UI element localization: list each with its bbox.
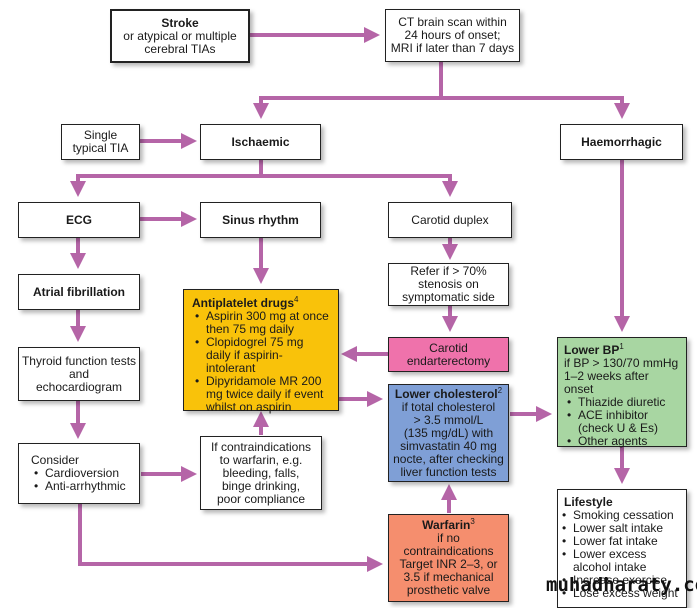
consider-item: Cardioversion: [34, 467, 127, 481]
warfarin-heading: Warfarin3: [389, 517, 508, 532]
warfarin-line: if no: [437, 531, 460, 545]
node-sinus-rhythm: Sinus rhythm: [200, 202, 321, 238]
thyroid-line-1: Thyroid function tests: [21, 353, 137, 368]
bp-sup: 1: [619, 342, 624, 351]
bp-line: if BP > 130/70 mmHg: [564, 356, 679, 370]
warfarin-sup: 3: [470, 517, 475, 526]
cholesterol-heading: Lower cholesterol2: [389, 385, 508, 401]
stroke-line-1: or atypical or multiple: [123, 28, 237, 43]
arrow-to-carotid-duplex: [261, 174, 458, 197]
warfarin-title: Warfarin: [422, 518, 471, 532]
node-haemorrhagic: Haemorrhagic: [560, 124, 683, 160]
contra-line: binge drinking,: [221, 478, 301, 493]
arrow-to-ischaemic: [253, 96, 441, 119]
cholesterol-line: liver function tests: [400, 464, 497, 479]
antiplatelet-title: Antiplatelet drugs: [192, 296, 295, 310]
ischaemic-title: Ischaemic: [231, 134, 290, 149]
node-lifestyle: Lifestyle Smoking cessation Lower salt i…: [557, 489, 687, 608]
antiplatelet-item: Clopidogrel 75 mg daily if aspirin-intol…: [195, 336, 330, 375]
cholesterol-title: Lower cholesterol: [394, 386, 498, 401]
watermark: muhadharaty.com: [546, 574, 697, 596]
node-antiplatelet: Antiplatelet drugs4 Aspirin 300 mg at on…: [183, 289, 339, 414]
antiplatelet-sup: 4: [294, 295, 299, 304]
antiplatelet-heading: Antiplatelet drugs4: [192, 295, 330, 310]
bp-item: Other agents: [567, 435, 680, 449]
endarterectomy-line-2: endarterectomy: [406, 353, 491, 368]
ct-line-3: MRI if later than 7 days: [390, 41, 515, 55]
cholesterol-line: > 3.5 mmol/L: [413, 412, 484, 427]
bp-heading: Lower BP1: [564, 342, 680, 357]
lifestyle-item: Smoking cessation: [562, 509, 680, 523]
consider-title: Consider: [31, 453, 80, 467]
warfarin-line: prosthetic valve: [406, 583, 491, 597]
carotid-duplex-title: Carotid duplex: [411, 212, 489, 227]
sinus-rhythm-title: Sinus rhythm: [222, 212, 299, 227]
node-atrial-fibrillation: Atrial fibrillation: [18, 274, 140, 310]
antiplatelet-list: Aspirin 300 mg at once then 75 mg daily …: [192, 310, 330, 414]
warfarin-line: Target INR 2–3, or: [399, 557, 498, 571]
node-stroke: Stroke or atypical or multiple cerebral …: [110, 9, 250, 63]
refer-line-2: stenosis on: [418, 277, 479, 291]
lifestyle-heading: Lifestyle: [564, 496, 680, 509]
thyroid-line-3: echocardiogram: [35, 379, 123, 394]
ct-line-1: CT brain scan within: [398, 15, 507, 29]
node-ct-scan: CT brain scan within 24 hours of onset; …: [385, 9, 520, 62]
cholesterol-line: simvastatin 40 mg: [400, 438, 497, 453]
stroke-line-2: cerebral TIAs: [144, 41, 216, 56]
lifestyle-item: Increase exercise: [562, 574, 680, 588]
ct-line-2: 24 hours of onset;: [404, 28, 501, 42]
ecg-title: ECG: [65, 212, 92, 227]
node-lower-cholesterol: Lower cholesterol2 if total cholesterol …: [388, 384, 509, 482]
node-refer: Refer if > 70% stenosis on symptomatic s…: [388, 263, 509, 306]
node-ischaemic: Ischaemic: [200, 124, 321, 160]
node-warfarin: Warfarin3 if no contraindications Target…: [388, 514, 509, 602]
cholesterol-sup: 2: [497, 385, 503, 395]
cholesterol-line: nocte, after checking: [393, 451, 504, 466]
lifestyle-list: Smoking cessation Lower salt intake Lowe…: [562, 509, 680, 601]
node-single-tia: Single typical TIA: [61, 124, 140, 160]
cholesterol-line: if total cholesterol: [401, 399, 496, 414]
lifestyle-item: Lower excess alcohol intake: [562, 548, 680, 574]
consider-list: Cardioversion Anti-arrhythmic: [31, 467, 127, 494]
contra-line: to warfarin, e.g.: [219, 452, 303, 467]
node-lower-bp: Lower BP1 if BP > 130/70 mmHg 1–2 weeks …: [557, 337, 687, 449]
node-thyroid: Thyroid function tests and echocardiogra…: [18, 347, 140, 401]
arrow-consider-to-warfarin: [78, 504, 383, 572]
bp-item: ACE inhibitor (check U & Es): [567, 409, 680, 435]
stroke-title: Stroke: [161, 15, 199, 30]
bp-list: Thiazide diuretic ACE inhibitor (check U…: [564, 396, 680, 449]
contra-line: bleeding, falls,: [222, 465, 300, 480]
warfarin-line: contraindications: [403, 544, 494, 558]
warfarin-line: 3.5 if mechanical: [403, 570, 494, 584]
antiplatelet-item: Aspirin 300 mg at once then 75 mg daily: [195, 310, 330, 336]
lifestyle-item: Lose excess weight: [562, 587, 680, 601]
bp-title: Lower BP: [564, 343, 620, 357]
node-carotid-duplex: Carotid duplex: [388, 202, 512, 238]
cholesterol-line: (135 mg/dL) with: [403, 425, 494, 440]
node-consider: Consider Cardioversion Anti-arrhythmic: [18, 443, 140, 504]
af-title: Atrial fibrillation: [32, 284, 125, 299]
endarterectomy-line-1: Carotid: [429, 340, 468, 355]
node-endarterectomy: Carotid endarterectomy: [388, 337, 509, 372]
node-contraindications: If contraindications to warfarin, e.g. b…: [200, 436, 322, 510]
lifestyle-item: Lower salt intake: [562, 522, 680, 536]
bp-line: 1–2 weeks after onset: [564, 369, 649, 396]
refer-line-1: Refer if > 70%: [410, 264, 487, 278]
refer-line-3: symptomatic side: [402, 290, 495, 304]
contra-line: If contraindications: [210, 439, 312, 454]
antiplatelet-item: Dipyridamole MR 200 mg twice daily if ev…: [195, 375, 330, 414]
bp-item: Thiazide diuretic: [567, 396, 680, 410]
thyroid-line-2: and: [68, 366, 90, 381]
arrow-to-ecg: [70, 174, 261, 197]
single-tia-line-2: typical TIA: [72, 141, 129, 155]
haemorrhagic-title: Haemorrhagic: [581, 134, 662, 149]
single-tia-line-1: Single: [83, 128, 118, 142]
arrow-to-haemorrhagic: [441, 96, 630, 119]
lifestyle-title: Lifestyle: [564, 495, 613, 509]
node-ecg: ECG: [18, 202, 140, 238]
contra-line: poor compliance: [216, 491, 306, 506]
lifestyle-item: Lower fat intake: [562, 535, 680, 549]
consider-item: Anti-arrhythmic: [34, 480, 127, 494]
